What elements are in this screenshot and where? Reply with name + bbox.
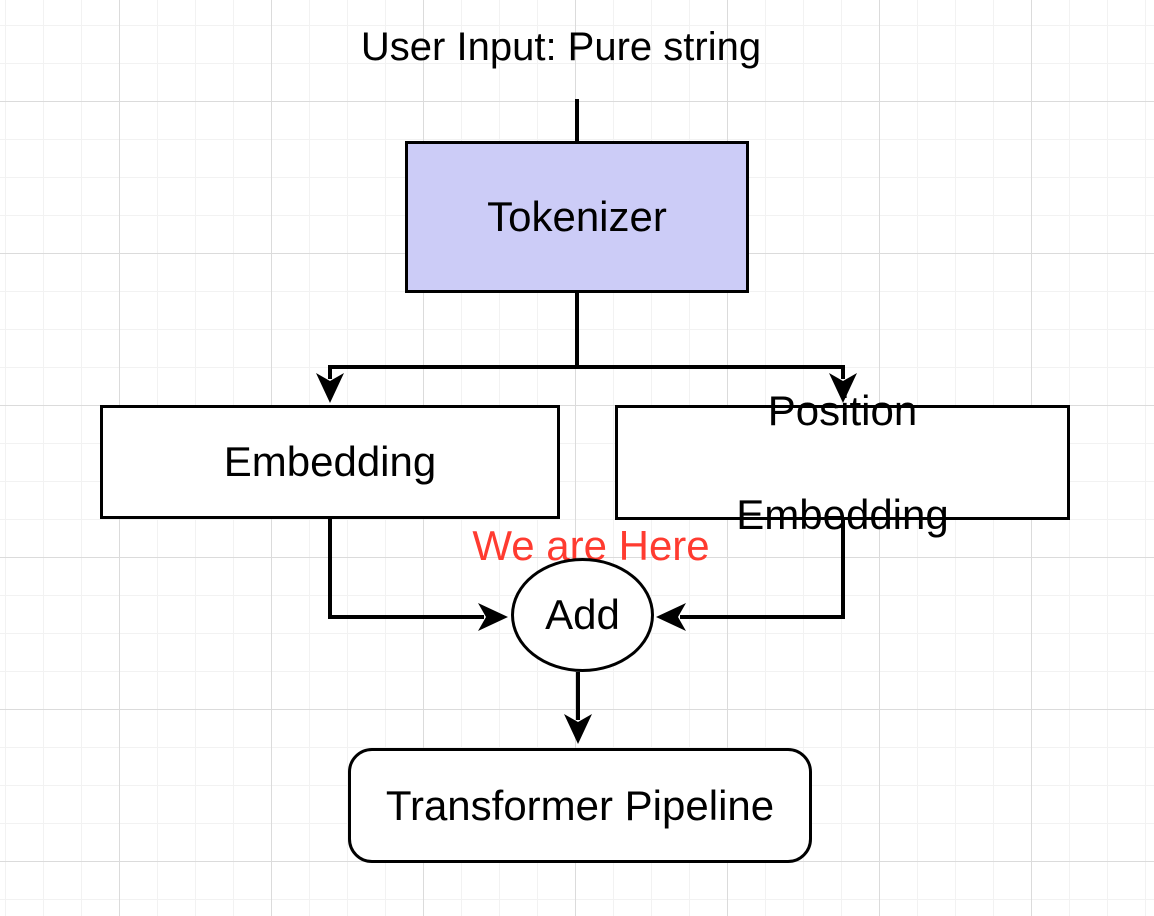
node-tokenizer-label: Tokenizer	[487, 193, 667, 240]
arrowhead-position-embedding-to-add	[656, 603, 686, 631]
node-user-input-label[interactable]: User Input: Pure string	[360, 25, 762, 69]
node-position-embedding-label: Position Embedding	[736, 386, 949, 538]
node-transformer-pipeline-label: Transformer Pipeline	[385, 781, 775, 829]
node-embedding[interactable]: Embedding	[100, 405, 560, 519]
arrowhead-embedding-to-add	[478, 603, 508, 631]
node-add[interactable]: Add	[511, 558, 654, 672]
node-position-embedding[interactable]: Position Embedding	[615, 387, 1070, 538]
node-transformer-pipeline[interactable]: Transformer Pipeline	[348, 748, 812, 863]
arrowhead-to-embedding	[316, 373, 344, 403]
node-embedding-label: Embedding	[223, 438, 437, 485]
node-add-label: Add	[545, 591, 620, 638]
node-tokenizer[interactable]: Tokenizer	[405, 141, 749, 293]
arrowhead-add-to-pipeline	[564, 714, 592, 744]
